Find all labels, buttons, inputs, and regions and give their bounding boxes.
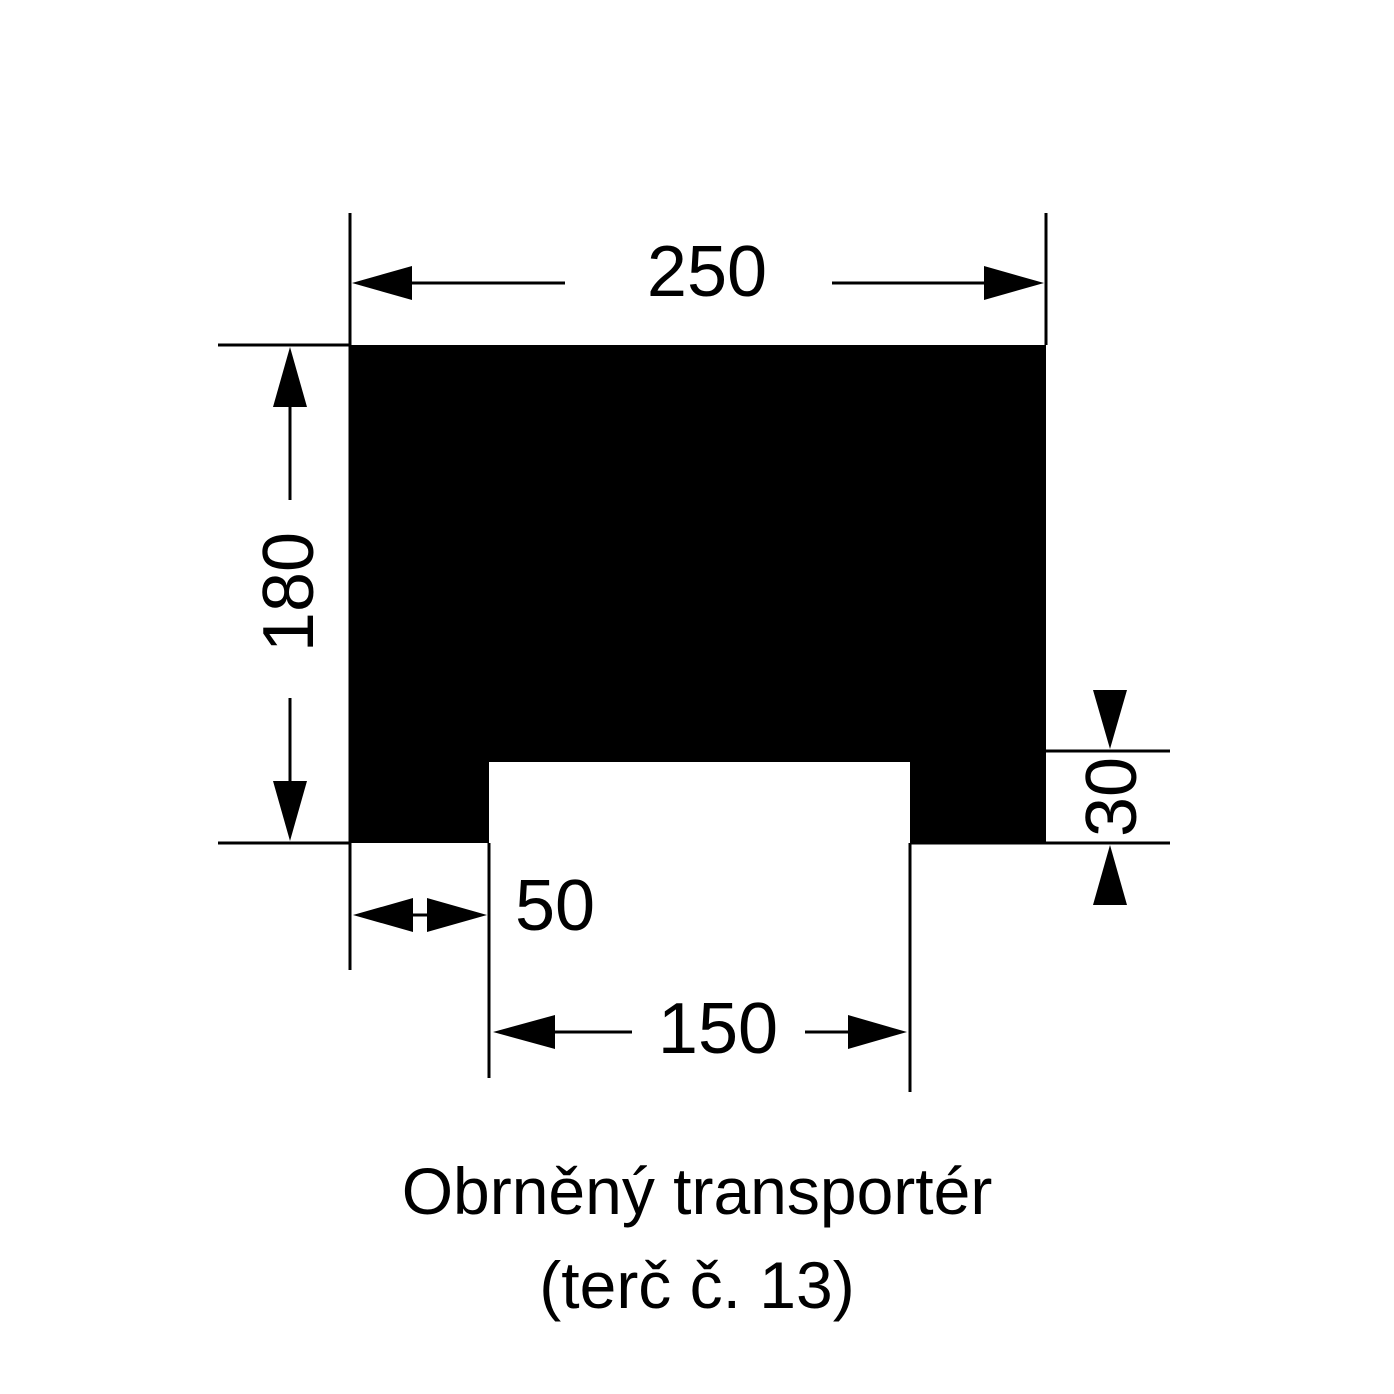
caption-title: Obrněný transportér <box>402 1154 993 1228</box>
notch-depth-label: 30 <box>1072 757 1152 837</box>
arrow-right-icon <box>848 1015 907 1049</box>
height-dimension: 180 <box>249 347 329 841</box>
notch-depth-dimension: 30 <box>1072 690 1152 905</box>
arrow-left-icon <box>493 1015 555 1049</box>
arrow-right-icon <box>427 898 487 932</box>
arrow-up-icon <box>1093 845 1127 905</box>
width-label: 250 <box>647 232 767 312</box>
arrow-up-icon <box>273 347 307 407</box>
caption-subtitle: (terč č. 13) <box>539 1248 854 1322</box>
arrow-down-icon <box>273 781 307 841</box>
extension-lines <box>218 213 1170 1092</box>
arrow-down-icon <box>1093 690 1127 749</box>
arrow-left-icon <box>353 898 413 932</box>
arrow-left-icon <box>352 266 412 300</box>
target-silhouette <box>350 345 1046 843</box>
notch-width-dimension: 150 <box>493 989 907 1069</box>
side-offset-label: 50 <box>515 866 595 946</box>
arrow-right-icon <box>984 266 1044 300</box>
side-offset-dimension: 50 <box>353 866 595 946</box>
notch-width-label: 150 <box>658 989 778 1069</box>
height-label: 180 <box>249 532 329 652</box>
width-dimension: 250 <box>352 232 1044 312</box>
